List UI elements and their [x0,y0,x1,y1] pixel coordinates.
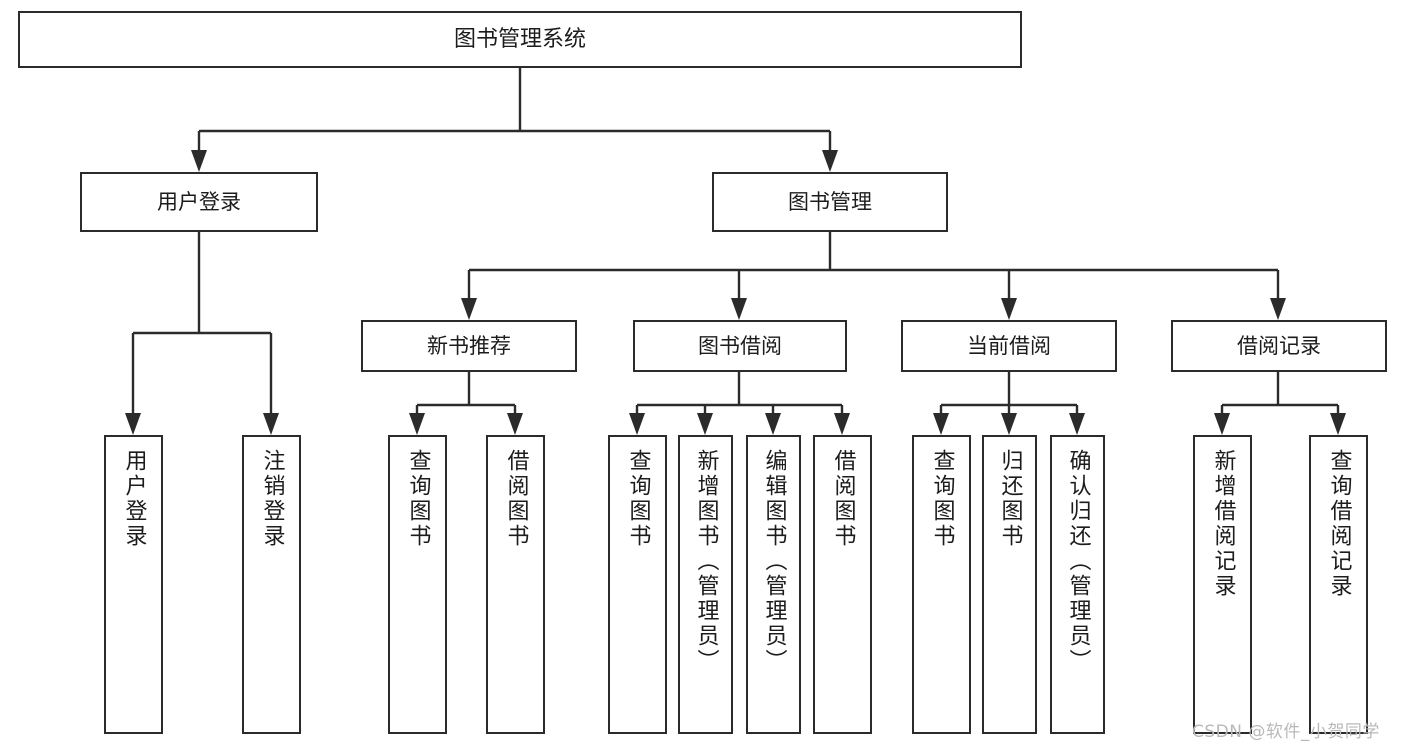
leaf-borrow-book-label: 借阅图书 [830,449,856,549]
arrow-leaf-add-record [1214,413,1230,435]
node-borrow-record[interactable]: 借阅记录 [1171,320,1387,372]
leaf-query-book-recommend[interactable]: 查询图书 [388,435,447,734]
arrow-leaf-borrow-book-2 [834,413,850,435]
node-root-system-label: 图书管理系统 [453,26,586,52]
leaf-add-book-admin[interactable]: 新增图书（管理员） [678,435,733,734]
leaf-query-book-borrow-label: 查询图书 [625,449,651,549]
node-borrow-record-label: 借阅记录 [1237,333,1321,358]
leaf-logout[interactable]: 注销登录 [242,435,301,734]
leaf-confirm-return-admin-label: 确认归还（管理员） [1065,449,1091,674]
leaf-return-book[interactable]: 归还图书 [982,435,1037,734]
leaf-logout-label: 注销登录 [259,449,285,549]
arrow-to-current-borrow [1001,298,1017,320]
leaf-query-book-borrow[interactable]: 查询图书 [608,435,667,734]
arrow-to-book-manage [822,150,838,172]
arrow-to-borrow-record [1270,298,1286,320]
leaf-edit-book-admin[interactable]: 编辑图书（管理员） [746,435,801,734]
arrow-leaf-return-book [1001,413,1017,435]
leaf-confirm-return-admin[interactable]: 确认归还（管理员） [1050,435,1105,734]
leaf-query-book-current[interactable]: 查询图书 [912,435,971,734]
leaf-add-book-admin-label: 新增图书（管理员） [693,449,719,674]
leaf-borrow-book[interactable]: 借阅图书 [813,435,872,734]
arrow-leaf-add-book [697,413,713,435]
arrow-leaf-edit-book [765,413,781,435]
node-book-management-label: 图书管理 [788,189,872,214]
leaf-borrow-book-recommend-label: 借阅图书 [503,449,529,549]
leaf-query-book-recommend-label: 查询图书 [405,449,431,549]
leaf-user-login-label: 用户登录 [121,449,147,549]
node-root-system[interactable]: 图书管理系统 [18,11,1022,68]
arrow-leaf-query-book-2 [629,413,645,435]
node-new-book-recommend-label: 新书推荐 [427,333,511,358]
leaf-query-borrow-record-label: 查询借阅记录 [1326,449,1352,599]
arrow-leaf-query-record [1330,413,1346,435]
arrow-to-new-book [461,298,477,320]
arrow-leaf-query-book-3 [933,413,949,435]
arrow-leaf-query-book-1 [409,413,425,435]
leaf-query-book-current-label: 查询图书 [929,449,955,549]
node-current-borrow-label: 当前借阅 [967,333,1051,358]
node-new-book-recommend[interactable]: 新书推荐 [361,320,577,372]
arrow-leaf-logout [263,413,279,435]
node-book-borrow[interactable]: 图书借阅 [633,320,847,372]
leaf-edit-book-admin-label: 编辑图书（管理员） [761,449,787,674]
leaf-add-borrow-record[interactable]: 新增借阅记录 [1193,435,1252,734]
leaf-user-login[interactable]: 用户登录 [104,435,163,734]
leaf-add-borrow-record-label: 新增借阅记录 [1210,449,1236,599]
leaf-borrow-book-recommend[interactable]: 借阅图书 [486,435,545,734]
arrow-to-book-borrow [731,298,747,320]
arrow-leaf-borrow-book-1 [507,413,523,435]
node-current-borrow[interactable]: 当前借阅 [901,320,1117,372]
node-book-borrow-label: 图书借阅 [698,333,782,358]
arrow-leaf-user-login [125,413,141,435]
arrow-to-user-login [191,150,207,172]
leaf-return-book-label: 归还图书 [997,449,1023,549]
node-user-login[interactable]: 用户登录 [80,172,318,232]
node-user-login-label: 用户登录 [157,189,241,214]
arrow-leaf-confirm-return [1069,413,1085,435]
node-book-management[interactable]: 图书管理 [712,172,948,232]
leaf-query-borrow-record[interactable]: 查询借阅记录 [1309,435,1368,734]
